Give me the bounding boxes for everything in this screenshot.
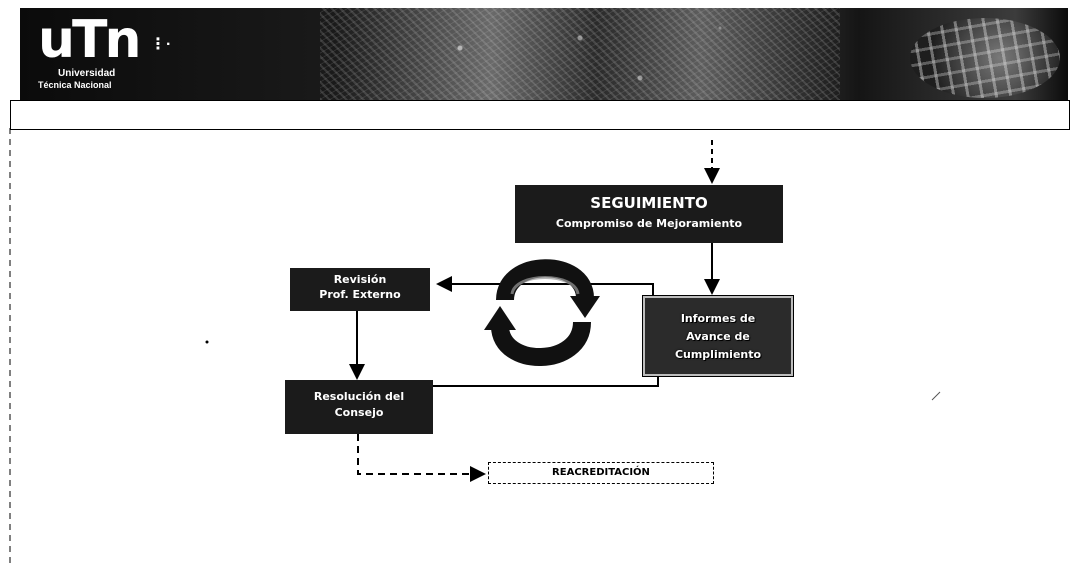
stray-dot <box>205 340 209 344</box>
seguimiento-box: SEGUIMIENTO Compromiso de Mejoramiento <box>515 185 783 243</box>
revision-line2: Prof. Externo <box>319 288 401 301</box>
arrow-resolucion-to-reacreditacion <box>357 434 486 482</box>
informes-box: Informes de Avance de Cumplimiento <box>642 295 794 377</box>
logo-dots-icon: ⋮· <box>150 36 172 53</box>
revision-line1: Revisión <box>333 273 387 286</box>
header-banner <box>20 8 1068 102</box>
seguimiento-subtitle: Compromiso de Mejoramiento <box>555 217 743 230</box>
informes-line3: Cumplimiento <box>674 348 762 361</box>
banner-texture <box>320 8 840 100</box>
logo-tecnica-label: Técnica Nacional <box>38 80 112 90</box>
stray-mark <box>931 391 941 401</box>
cycle-icon <box>484 259 600 366</box>
arrow-informes-to-revision <box>436 276 654 296</box>
connector-resolucion-to-informes <box>433 376 659 387</box>
resolucion-line1: Resolución del <box>313 390 405 403</box>
logo-university-label: Universidad <box>58 68 116 79</box>
globe-icon <box>910 18 1060 98</box>
revision-box: Revisión Prof. Externo <box>290 268 430 311</box>
informes-line2: Avance de <box>686 330 750 343</box>
utn-logo: uTn <box>38 10 142 70</box>
reacreditacion-box: REACREDITACIÓN <box>488 462 714 484</box>
informes-line1: Informes de <box>680 312 756 325</box>
resolucion-box: Resolución del Consejo <box>285 380 433 434</box>
seguimiento-title: SEGUIMIENTO <box>590 194 708 212</box>
header-subbar <box>10 100 1070 130</box>
resolucion-line2: Consejo <box>334 406 384 419</box>
